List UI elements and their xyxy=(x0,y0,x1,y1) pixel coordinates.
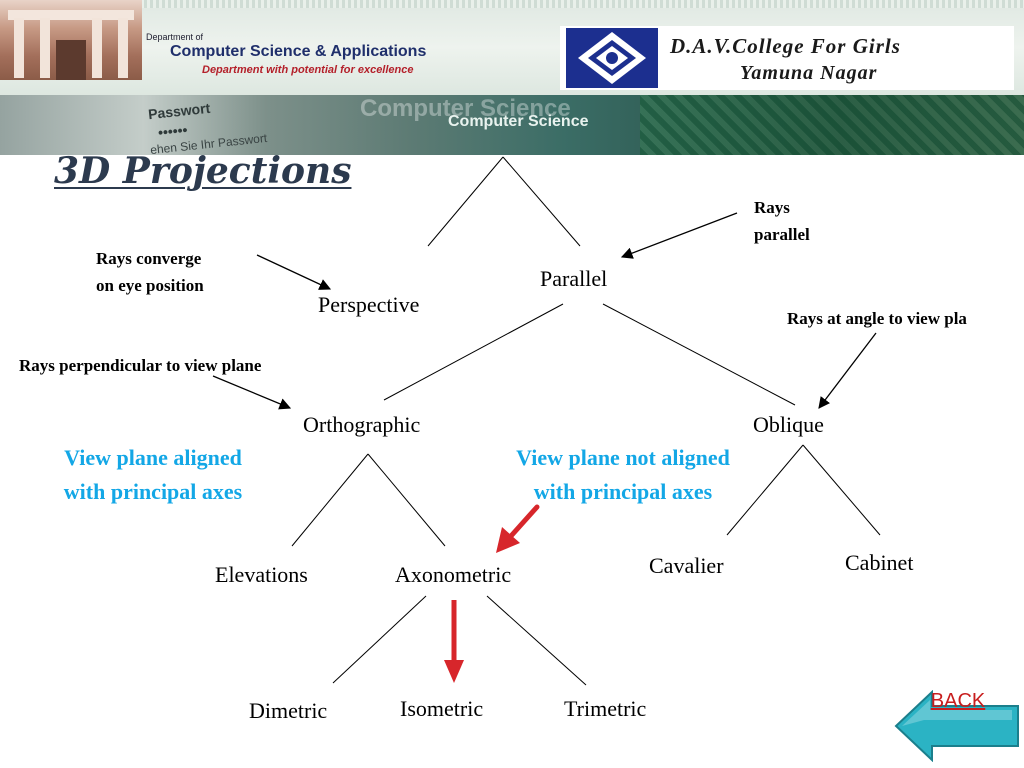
college-building-image xyxy=(0,0,142,80)
department-tagline: Department with potential for excellence xyxy=(202,64,414,76)
annotation-rays-parallel-line2: parallel xyxy=(754,225,810,244)
annotation-rays-angle: Rays at angle to view pla xyxy=(787,309,967,328)
node-elevations: Elevations xyxy=(215,562,308,587)
edge-orthographic-elevations xyxy=(291,453,369,547)
slide-title: 3D Projections xyxy=(54,150,352,192)
back-arrow-icon xyxy=(894,690,1019,762)
edge-oblique-cabinet xyxy=(802,444,881,536)
edge-axonometric-trimetric xyxy=(486,595,587,686)
edge-axonometric-dimetric xyxy=(332,595,427,684)
arrow-rays-perpendicular xyxy=(212,375,292,410)
node-trimetric: Trimetric xyxy=(564,696,647,721)
college-location: Yamuna Nagar xyxy=(740,62,878,84)
annotation-rays-perpendicular: Rays perpendicular to view plane xyxy=(19,356,262,375)
back-button[interactable]: BACK xyxy=(894,690,1022,762)
banner-password-dots: •••••• xyxy=(157,121,189,141)
header-top-band: Department of Computer Science & Applica… xyxy=(0,0,1024,95)
node-cabinet: Cabinet xyxy=(845,550,914,575)
back-button-label: BACK xyxy=(930,690,986,712)
arrow-rays-parallel xyxy=(620,212,738,259)
header-bottom-band: Passwort •••••• ehen Sie Ihr Passwort Co… xyxy=(0,95,1024,155)
node-parallel: Parallel xyxy=(540,266,608,291)
college-name: D.A.V.College For Girls xyxy=(670,34,901,58)
annotation-view-plane-aligned-line2: with principal axes xyxy=(63,479,243,504)
edge-parallel-oblique xyxy=(602,303,796,406)
annotation-view-plane-not-aligned-line1: View plane not aligned xyxy=(516,445,730,470)
edge-parallel-orthographic xyxy=(383,303,564,401)
header-banner: Department of Computer Science & Applica… xyxy=(0,0,1024,155)
red-arrow-not-aligned xyxy=(496,504,540,553)
edge-orthographic-axonometric xyxy=(367,453,446,547)
arrow-rays-angle xyxy=(818,332,877,409)
node-perspective: Perspective xyxy=(318,292,420,317)
circuit-board-image xyxy=(640,95,1024,155)
banner-computer-science: Computer Science xyxy=(448,113,589,130)
red-arrow-isometric xyxy=(444,600,464,683)
node-dimetric: Dimetric xyxy=(249,698,328,723)
annotation-rays-converge-line1: Rays converge xyxy=(96,249,202,268)
edge-root-perspective xyxy=(427,156,504,247)
banner-passwort-text: Passwort xyxy=(147,99,211,123)
node-isometric: Isometric xyxy=(400,696,484,721)
node-cavalier: Cavalier xyxy=(649,553,724,578)
annotation-rays-parallel-line1: Rays xyxy=(754,198,790,217)
department-name: Computer Science & Applications xyxy=(170,43,427,60)
arrow-rays-converge xyxy=(256,254,332,290)
node-oblique: Oblique xyxy=(753,412,824,437)
banner-computer-science-ghost: Computer Science xyxy=(360,95,571,122)
annotation-rays-converge-line2: on eye position xyxy=(96,276,204,295)
annotation-view-plane-aligned-line1: View plane aligned xyxy=(64,445,242,470)
college-logo-icon xyxy=(566,28,658,88)
node-orthographic: Orthographic xyxy=(303,412,421,437)
node-axonometric: Axonometric xyxy=(395,562,512,587)
department-prefix: Department of xyxy=(146,32,204,42)
edge-root-parallel xyxy=(502,156,581,247)
college-name-box: D.A.V.College For Girls Yamuna Nagar xyxy=(560,26,1014,90)
annotation-view-plane-not-aligned-line2: with principal axes xyxy=(533,479,713,504)
department-block: Department of Computer Science & Applica… xyxy=(146,32,546,82)
